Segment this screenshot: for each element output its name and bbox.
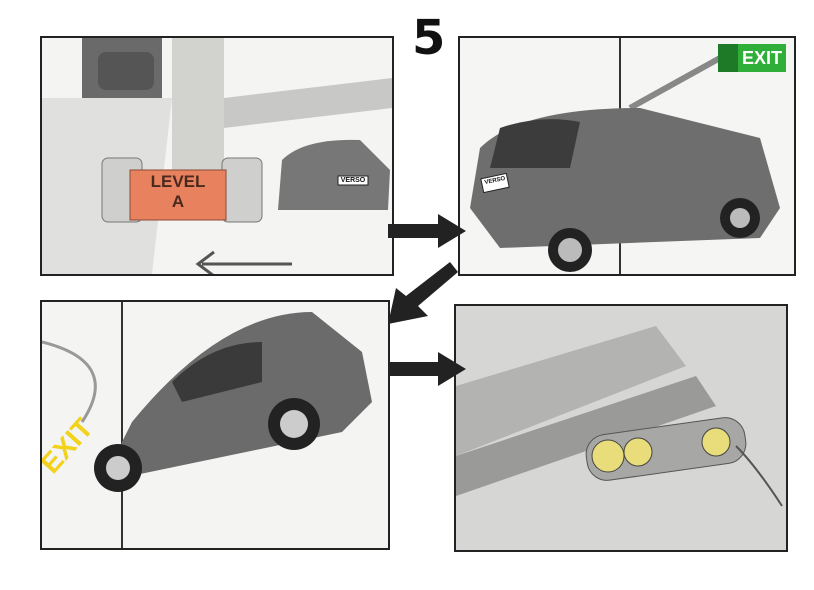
panel-4-exhaust-closeup	[454, 304, 788, 552]
license-plate: VERSO	[340, 177, 366, 184]
page-number: 5	[412, 10, 446, 66]
arrow-right-3-to-4	[388, 352, 466, 386]
exit-sign: EXIT	[741, 48, 782, 68]
arrow-right-1-to-2	[388, 214, 466, 248]
panel-1-garage-ramp: LEVEL A VERSO	[40, 36, 394, 276]
panel-2-car-rear-view: EXIT VERSO	[458, 36, 796, 276]
exhaust-closeup-illustration	[456, 306, 786, 550]
arrow-down-left-2-to-3	[388, 262, 458, 324]
panel-3-car-turning: EXIT	[40, 300, 390, 550]
level-sign-line1: LEVEL	[150, 172, 206, 191]
level-sign-line2: A	[171, 192, 185, 211]
car-rear-illustration	[460, 38, 794, 274]
level-sign: LEVEL A	[130, 172, 226, 212]
car-turning-illustration	[42, 302, 388, 548]
garage-ramp-illustration	[42, 38, 392, 274]
